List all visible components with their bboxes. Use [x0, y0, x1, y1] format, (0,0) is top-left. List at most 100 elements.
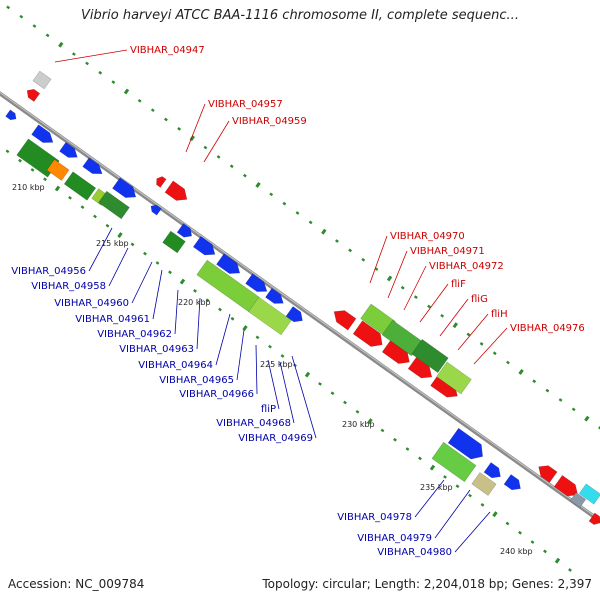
gene-feature[interactable]	[352, 320, 387, 351]
blue-gene-label[interactable]: VIBHAR_04961	[75, 314, 150, 325]
blue-gene-label[interactable]: VIBHAR_04965	[159, 375, 234, 386]
red-gene-label[interactable]: fliG	[471, 294, 488, 305]
gene-feature[interactable]	[5, 109, 19, 122]
gene-feature[interactable]	[407, 356, 436, 382]
red-gene-label[interactable]: fliH	[491, 309, 508, 320]
gene-feature[interactable]	[63, 171, 97, 201]
gene-feature[interactable]	[248, 296, 292, 336]
gene-feature[interactable]	[447, 427, 488, 464]
blue-gene-label[interactable]: fliP	[261, 404, 276, 415]
tick-dot	[229, 164, 234, 169]
tick-dot	[367, 418, 373, 425]
tick-dot	[205, 298, 210, 303]
tick-dot	[45, 33, 50, 38]
tick-dot	[455, 484, 460, 489]
gene-feature[interactable]	[16, 138, 60, 178]
tick-dot	[117, 232, 123, 238]
gene-feature[interactable]	[149, 203, 162, 216]
gene-feature[interactable]	[330, 306, 357, 331]
red-gene-label[interactable]: VIBHAR_04959	[232, 116, 307, 127]
gene-feature[interactable]	[154, 175, 167, 188]
red-gene-label[interactable]: VIBHAR_04957	[208, 99, 283, 110]
tick-dot	[386, 275, 393, 282]
blue-gene-label[interactable]: VIBHAR_04980	[377, 547, 452, 558]
gene-feature[interactable]	[431, 441, 477, 483]
red-gene-label[interactable]: VIBHAR_04947	[130, 45, 205, 56]
blue-gene-label[interactable]: VIBHAR_04964	[138, 360, 213, 371]
gene-feature[interactable]	[112, 177, 139, 203]
gene-features	[5, 70, 600, 527]
gene-feature[interactable]	[216, 253, 243, 279]
tick-dot	[216, 155, 221, 159]
tick-dot	[598, 426, 600, 430]
tick-dot	[505, 521, 510, 526]
blue-gene-label[interactable]: VIBHAR_04968	[216, 418, 291, 429]
tick-dot	[532, 379, 537, 384]
leader-line	[387, 250, 408, 299]
gene-feature[interactable]	[381, 319, 423, 357]
chromosome-backbone-highlight	[0, 91, 600, 521]
tick-dot	[405, 447, 410, 451]
gene-feature[interactable]	[483, 462, 504, 481]
tick-dot	[71, 52, 76, 56]
tick-dot	[168, 270, 172, 275]
gene-feature[interactable]	[553, 474, 582, 500]
tick-dot	[295, 211, 300, 215]
tick-dot	[269, 192, 274, 197]
tick-dot	[179, 278, 186, 285]
gene-feature[interactable]	[569, 492, 587, 508]
leader-line	[267, 359, 280, 410]
gene-feature[interactable]	[411, 339, 449, 373]
gene-feature[interactable]	[588, 512, 600, 527]
gene-feature[interactable]	[59, 141, 80, 161]
blue-gene-label[interactable]: VIBHAR_04958	[31, 281, 106, 292]
gene-feature[interactable]	[285, 306, 306, 325]
gene-feature[interactable]	[46, 159, 70, 181]
gene-feature[interactable]	[535, 461, 558, 483]
blue-gene-label[interactable]: VIBHAR_04969	[238, 433, 313, 444]
tick-dot	[230, 316, 235, 321]
tick-dot	[479, 342, 484, 346]
leader-line	[255, 344, 258, 395]
tick-dot	[58, 41, 64, 48]
gene-feature[interactable]	[82, 157, 106, 179]
gene-feature[interactable]	[245, 273, 271, 297]
tick-dot	[480, 503, 485, 507]
gene-feature[interactable]	[503, 474, 524, 493]
blue-gene-label[interactable]: VIBHAR_04963	[119, 344, 194, 355]
blue-gene-label[interactable]: VIBHAR_04979	[357, 533, 432, 544]
leader-line	[152, 269, 163, 320]
tick-dot	[393, 437, 397, 442]
gene-feature[interactable]	[31, 124, 57, 148]
gene-feature[interactable]	[436, 361, 472, 395]
gene-feature[interactable]	[192, 235, 218, 259]
red-gene-label[interactable]: VIBHAR_04970	[390, 231, 465, 242]
tick-dot	[492, 511, 498, 518]
blue-gene-label[interactable]: VIBHAR_04962	[97, 329, 172, 340]
blue-gene-label[interactable]: VIBHAR_04978	[337, 512, 412, 523]
gene-feature[interactable]	[265, 287, 286, 307]
tick-dot	[321, 228, 327, 235]
gene-feature[interactable]	[32, 70, 52, 90]
red-gene-label[interactable]: VIBHAR_04972	[429, 261, 504, 272]
gene-feature[interactable]	[98, 190, 130, 220]
blue-gene-label[interactable]: VIBHAR_04966	[179, 389, 254, 400]
blue-gene-label[interactable]: VIBHAR_04956	[11, 266, 86, 277]
red-gene-label[interactable]: VIBHAR_04976	[510, 323, 585, 334]
gene-feature[interactable]	[578, 483, 600, 505]
gene-feature[interactable]	[176, 223, 195, 240]
red-gene-label[interactable]: fliF	[451, 279, 466, 290]
blue-gene-label[interactable]: VIBHAR_04960	[54, 298, 129, 309]
tick-dot	[330, 391, 335, 396]
gene-feature[interactable]	[162, 230, 186, 254]
tick-dot	[32, 24, 37, 28]
gene-feature[interactable]	[164, 180, 191, 205]
tick-dot	[164, 117, 168, 122]
gene-feature[interactable]	[471, 472, 497, 496]
red-gene-label[interactable]: VIBHAR_04971	[410, 246, 485, 257]
tick-dot	[85, 61, 89, 66]
gene-feature[interactable]	[24, 86, 41, 102]
tick-dot	[242, 173, 247, 178]
